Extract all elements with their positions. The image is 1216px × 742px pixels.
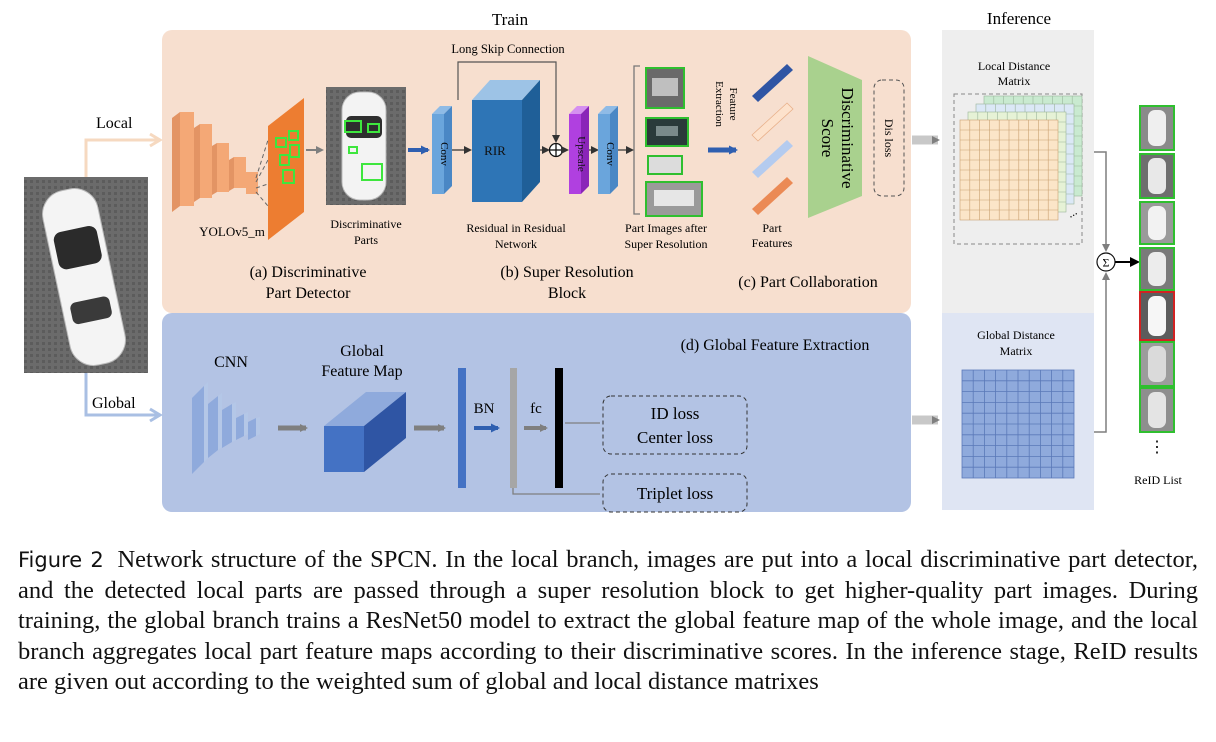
reid-list-ellipsis: ⋮ — [1149, 439, 1165, 456]
collab-title: (c) Part Collaboration — [738, 274, 878, 291]
dis-loss-label: Dis loss — [882, 119, 896, 158]
detector-title-1: (a) Discriminative — [250, 264, 367, 281]
part-features-stack — [751, 64, 794, 215]
skip-connection-label: Long Skip Connection — [451, 42, 565, 56]
center-loss-label: Center loss — [637, 428, 713, 447]
fc-bar — [510, 368, 517, 488]
triplet-loss-label: Triplet loss — [637, 484, 713, 503]
rir-caption-2: Network — [495, 237, 537, 251]
global-branch-arrow — [84, 373, 158, 417]
parts-caption-2: Super Resolution — [625, 237, 708, 251]
upscale-label: Upscale — [575, 136, 587, 172]
skip-connection-line — [457, 61, 560, 143]
yolov5-label: YOLOv5_m — [199, 224, 265, 239]
score-label-2: Score — [818, 119, 837, 158]
global-matrix-label-2: Matrix — [1000, 344, 1033, 358]
reid-list — [1139, 105, 1175, 433]
parts-caption-1: Part Images after — [625, 221, 707, 235]
conv-block-1: Conv — [432, 106, 452, 194]
score-label-1: Discriminative — [838, 87, 857, 188]
discriminative-parts-label-1: Discriminative — [330, 217, 401, 231]
feature-extraction-label-2: Extraction — [713, 81, 725, 127]
global-title: (d) Global Feature Extraction — [681, 337, 870, 354]
sr-title-1: (b) Super Resolution — [500, 264, 633, 281]
bn-label: BN — [474, 401, 495, 417]
train-heading: Train — [492, 10, 529, 29]
part-features-label-2: Features — [752, 236, 793, 250]
local-matrix-label-1: Local Distance — [978, 59, 1050, 73]
discriminative-score-block: Discriminative Score — [808, 56, 862, 218]
local-matrix-label-2: Matrix — [998, 74, 1031, 88]
local-branch-label: Local — [96, 115, 133, 132]
output-bar — [555, 368, 563, 488]
id-center-loss-box — [602, 395, 748, 455]
bn-bar — [458, 368, 466, 488]
discriminative-parts-image — [326, 87, 406, 205]
rir-label: RIR — [484, 143, 506, 158]
triplet-loss-box — [602, 473, 748, 513]
rir-caption-1: Residual in Residual — [466, 221, 566, 235]
id-loss-label: ID loss — [651, 404, 700, 423]
local-distance-matrix — [959, 95, 1083, 221]
fc-label: fc — [530, 401, 542, 417]
network-diagram: Train Inference Local Global YOLOv5_m — [24, 9, 1182, 513]
global-branch-label: Global — [92, 395, 136, 412]
figure-caption: Figure 2 Network structure of the SPCN. … — [18, 545, 1198, 698]
conv-block-2: Conv — [598, 106, 618, 194]
global-feature-map-cube — [324, 392, 406, 472]
yolov5-backbone-shape — [172, 112, 258, 212]
figure-number: Figure 2 — [18, 548, 104, 572]
cnn-stack-shape — [192, 382, 260, 474]
part-features-label-1: Part — [762, 221, 782, 235]
inference-heading: Inference — [987, 9, 1051, 28]
upscale-block: Upscale — [569, 106, 589, 194]
global-matrix-label-1: Global Distance — [977, 328, 1055, 342]
caption-text: Network structure of the SPCN. In the lo… — [18, 546, 1198, 695]
reid-list-label: ReID List — [1134, 473, 1182, 487]
conv-label-2: Conv — [604, 142, 616, 166]
dis-loss-box — [873, 79, 905, 197]
weighted-sum-node: Σ — [1096, 252, 1116, 272]
local-branch-arrow — [84, 138, 158, 177]
discriminative-parts-label-2: Parts — [354, 233, 378, 247]
global-distance-matrix — [961, 369, 1075, 479]
sr-title-2: Block — [548, 285, 586, 302]
detector-title-2: Part Detector — [266, 285, 352, 302]
rir-block: RIR — [472, 80, 540, 202]
feature-extraction-label-1: Feature — [727, 88, 739, 121]
residual-sum-node — [548, 142, 564, 158]
conv-label-1: Conv — [438, 142, 450, 166]
feature-map-label-1: Global — [340, 343, 384, 360]
part-images-stack — [645, 67, 703, 217]
sum-symbol: Σ — [1103, 256, 1110, 270]
input-car-image — [24, 177, 148, 373]
cnn-label: CNN — [214, 354, 248, 371]
feature-map-label-2: Feature Map — [321, 363, 402, 380]
